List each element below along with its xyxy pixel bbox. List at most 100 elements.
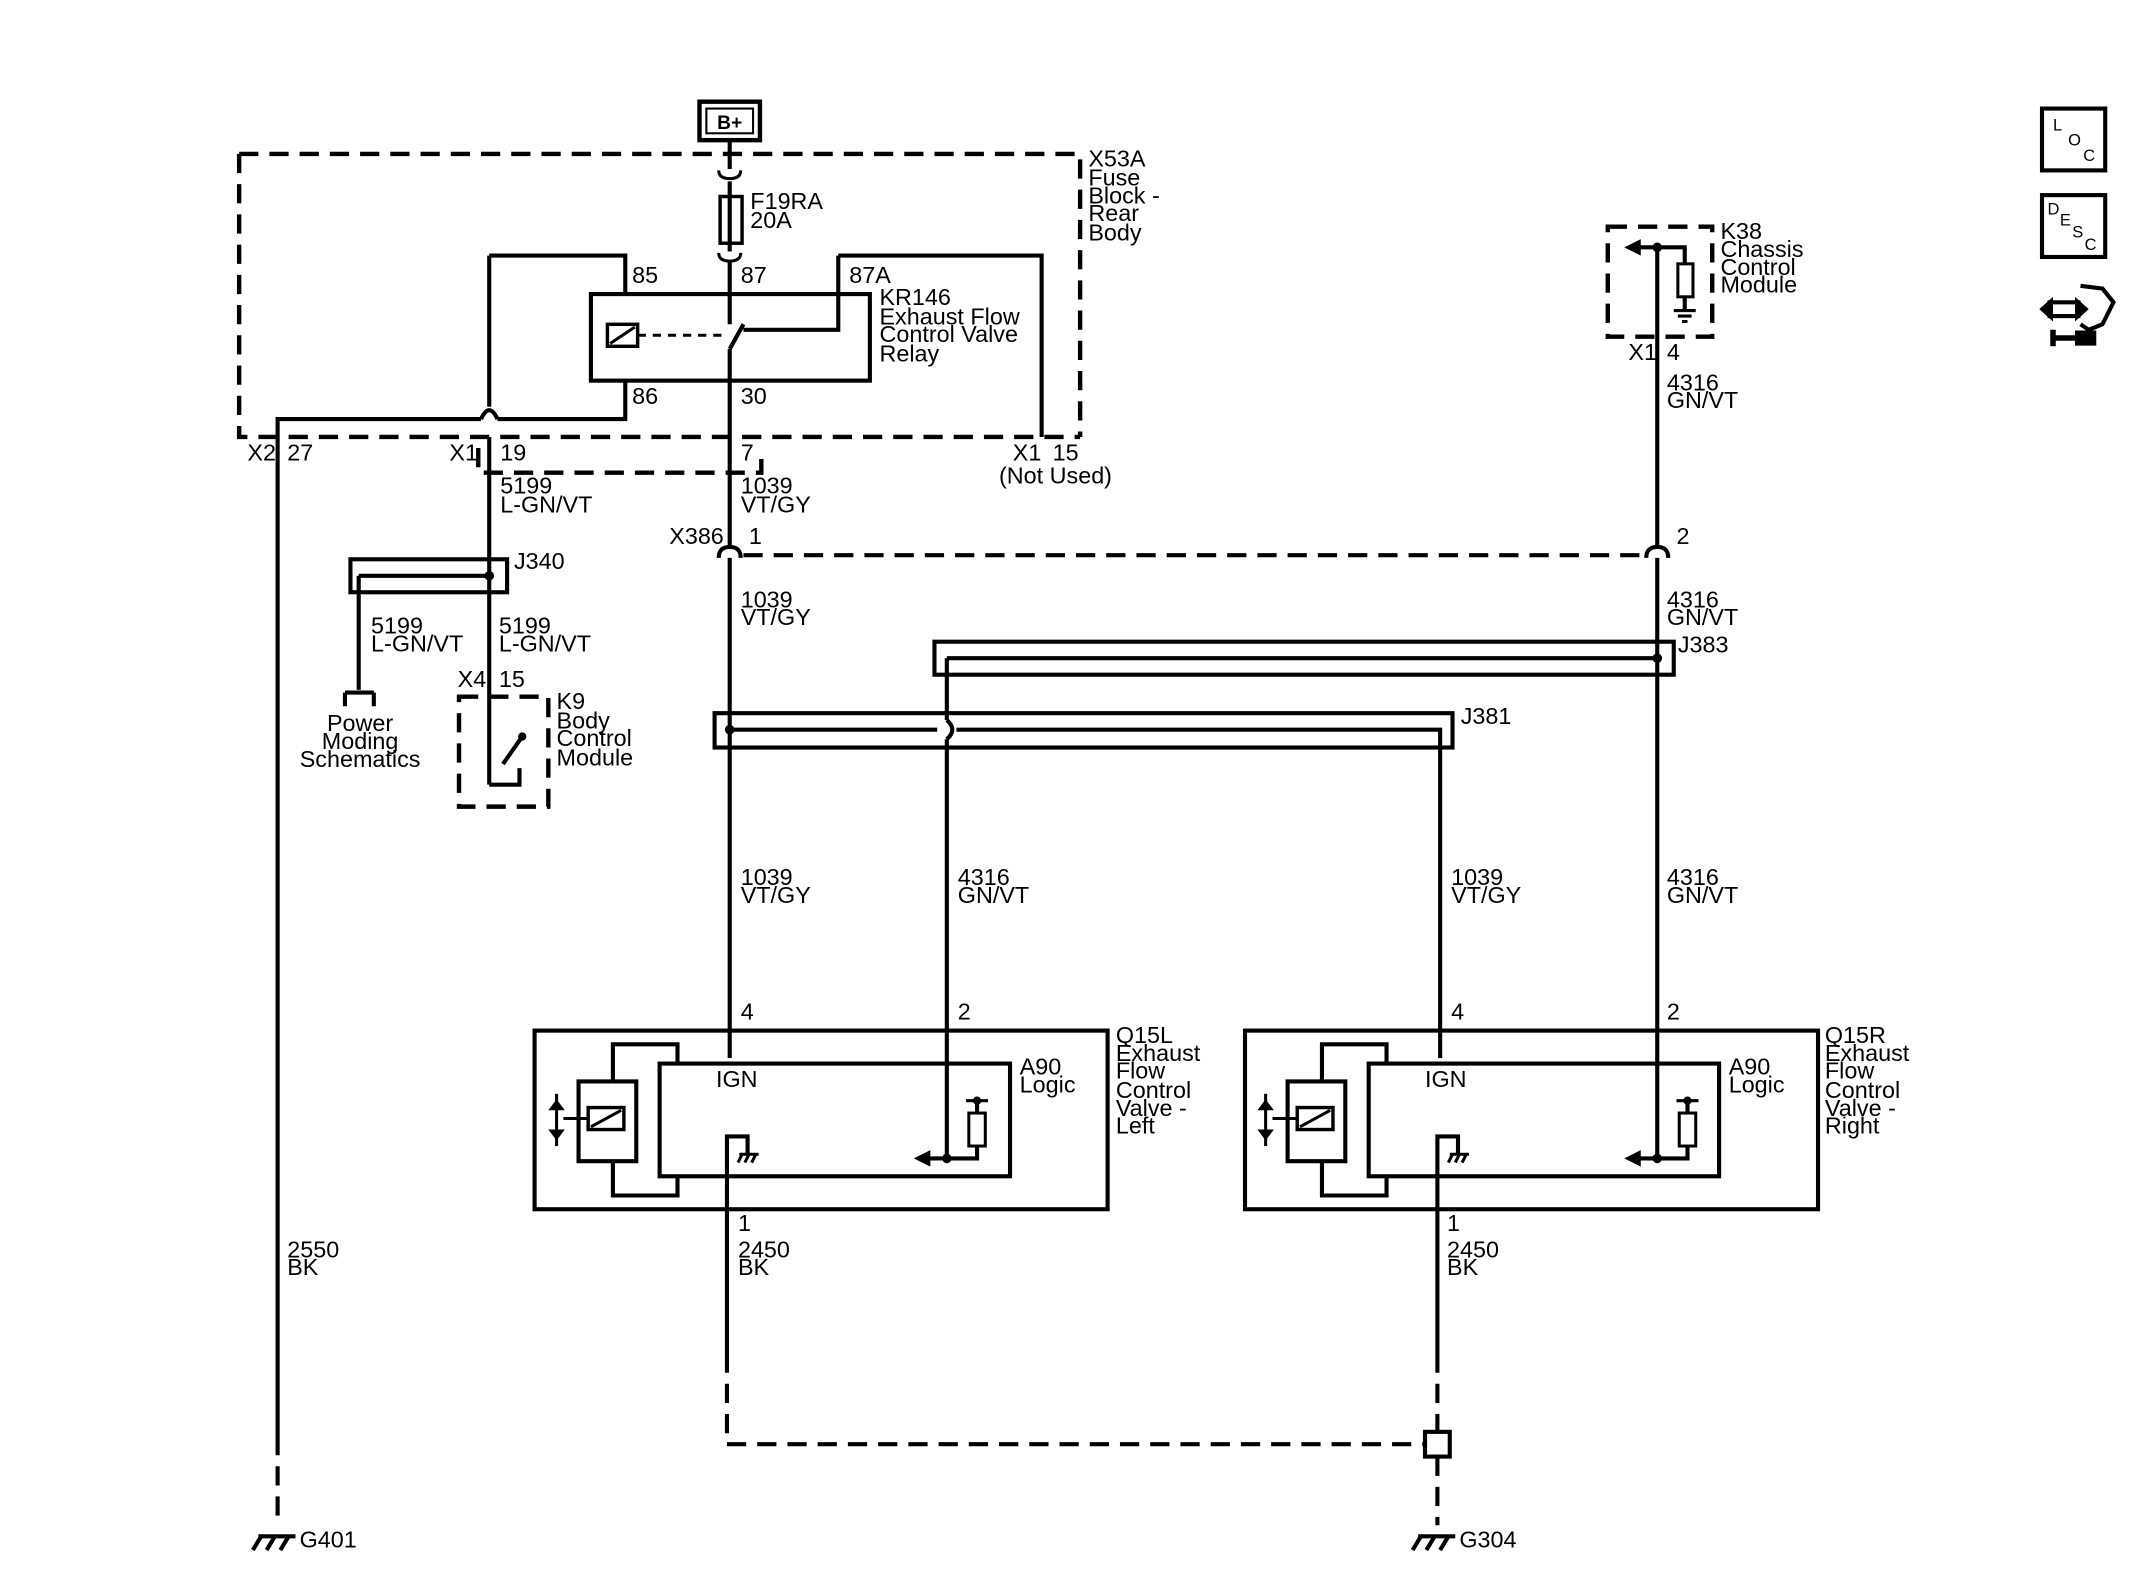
valve-right-logic-2: Logic bbox=[1729, 1071, 1785, 1097]
loc-letter-3: C bbox=[2083, 147, 2095, 165]
valve-left-ign: IGN bbox=[716, 1066, 758, 1092]
ground-g304-label: G304 bbox=[1459, 1526, 1516, 1552]
valve-left-logic-1: A90 bbox=[1020, 1054, 1062, 1080]
wire-5199-color-a: L-GN/VT bbox=[500, 492, 592, 518]
valve-left-logic-2: Logic bbox=[1020, 1071, 1076, 1097]
inline-connector-x386: X386 1 2 bbox=[669, 523, 1689, 559]
wire-5199-color-b: L-GN/VT bbox=[371, 630, 463, 656]
splice-j381-label: J381 bbox=[1461, 703, 1512, 729]
connector-x1-c: X1 bbox=[1013, 439, 1042, 465]
power-moding-label-2: Moding bbox=[322, 728, 399, 754]
fuse-block-label-5: Body bbox=[1088, 219, 1142, 245]
valve-left-pin-gnd: 1 bbox=[738, 1210, 751, 1236]
valve-left-label-1: Q15L bbox=[1116, 1022, 1173, 1048]
wire-4316-circuit-d: 4316 bbox=[1667, 864, 1719, 890]
wire-4316-color-d: GN/VT bbox=[1667, 882, 1738, 908]
inline-connector-pin1: 1 bbox=[749, 523, 762, 549]
power-moding-label-3: Schematics bbox=[300, 746, 421, 772]
valve-left-label-3: Flow bbox=[1116, 1058, 1165, 1084]
splice-j383: J383 bbox=[932, 632, 1729, 677]
wire-2550-circuit: 2550 bbox=[287, 1236, 339, 1262]
loc-letter-2: O bbox=[2068, 132, 2081, 150]
splice-j381: J381 bbox=[712, 703, 1512, 1031]
fuse-block-rear-body: X53A Fuse Block - Rear Body bbox=[236, 145, 1160, 440]
inline-connector-pin2: 2 bbox=[1676, 523, 1689, 549]
splice-j340: J340 bbox=[348, 548, 565, 595]
valve-right-ign: IGN bbox=[1425, 1066, 1467, 1092]
valve-right-label-5: Valve - bbox=[1825, 1095, 1896, 1121]
valve-left-label-4: Control bbox=[1116, 1077, 1191, 1103]
valve-right-ground-icon bbox=[1435, 1134, 1461, 1210]
loc-letter-1: L bbox=[2053, 117, 2062, 135]
wire-4316-color-b: GN/VT bbox=[1667, 604, 1738, 630]
ground-splice-icon bbox=[1422, 1429, 1452, 1459]
relay-pin-86: 86 bbox=[632, 383, 658, 409]
fuse-block-label-3: Block - bbox=[1088, 182, 1159, 208]
loc-icon[interactable]: L O C bbox=[2039, 106, 2108, 173]
valve-left-label-5: Valve - bbox=[1116, 1095, 1187, 1121]
ccm-arrow-icon bbox=[1624, 239, 1641, 256]
exhaust-valve-right: 4 2 1 IGN A90 Logic Q15R Exhaust Flow Co… bbox=[1242, 999, 1910, 1236]
valve-right-pin-ign: 4 bbox=[1451, 999, 1464, 1025]
ccm-label-3: Control bbox=[1720, 254, 1795, 280]
fuse-bottom-connector-icon bbox=[717, 252, 743, 263]
wire-1039-color-c: VT/GY bbox=[741, 882, 812, 908]
wire-5199-circuit-b: 5199 bbox=[371, 612, 423, 638]
ccm-ground-icon bbox=[1673, 309, 1696, 324]
valve-left-label-2: Exhaust bbox=[1116, 1040, 1201, 1066]
wire-1039-color-b: VT/GY bbox=[741, 604, 812, 630]
connector-x1-c-pin: 15 bbox=[1053, 439, 1079, 465]
ground-g401-label: G401 bbox=[300, 1526, 357, 1552]
desc-letter-3: S bbox=[2072, 224, 2083, 242]
valve-left-actuator-icon bbox=[548, 1099, 565, 1141]
wire-5199-circuit-a: 5199 bbox=[500, 472, 552, 498]
wire-1039-circuit-a: 1039 bbox=[741, 472, 793, 498]
bcm-connector: X4 bbox=[458, 666, 487, 692]
wire-1039-circuit-d: 1039 bbox=[1451, 864, 1503, 890]
body-control-module: X4 15 K9 Body Control Module bbox=[456, 666, 633, 809]
bcm-label-2: Body bbox=[557, 707, 611, 733]
wire-4316-circuit-c: 4316 bbox=[958, 864, 1010, 890]
wire-1039-circuit-c: 1039 bbox=[741, 864, 793, 890]
bcm-switch-icon bbox=[489, 735, 524, 787]
connector-x1-a-pin: 19 bbox=[500, 439, 526, 465]
valve-right-label-1: Q15R bbox=[1825, 1022, 1886, 1048]
valve-left-ground-icon bbox=[724, 1134, 750, 1210]
valve-right-label-3: Flow bbox=[1825, 1058, 1874, 1084]
relay-pin-85: 85 bbox=[632, 262, 658, 288]
desc-letter-2: E bbox=[2060, 211, 2071, 229]
desc-icon[interactable]: D E S C bbox=[2039, 193, 2108, 260]
relay-label-3: Control Valve bbox=[879, 321, 1018, 347]
wire-5199-color-c: L-GN/VT bbox=[499, 630, 591, 656]
supply-label: B+ bbox=[717, 113, 742, 134]
connector-repair-icon[interactable] bbox=[2039, 283, 2116, 347]
fuse-block-label-4: Rear bbox=[1088, 200, 1139, 226]
wire-4316-circuit-b: 4316 bbox=[1667, 586, 1719, 612]
valve-left-resistor-icon bbox=[967, 1111, 987, 1148]
exhaust-valve-left: 4 2 1 IGN A90 Logic Q15L Exhaust Flow Co… bbox=[532, 999, 1201, 1236]
ccm-label-4: Module bbox=[1720, 272, 1797, 298]
valve-right-label-2: Exhaust bbox=[1825, 1040, 1910, 1066]
wire-4316-color-c: GN/VT bbox=[958, 882, 1029, 908]
connector-x2-pin: 27 bbox=[287, 439, 313, 465]
valve-right-pin-sig: 2 bbox=[1667, 999, 1680, 1025]
valve-right-logic-1: A90 bbox=[1729, 1054, 1771, 1080]
relay-pin-87: 87 bbox=[741, 262, 767, 288]
splice-j383-label: J383 bbox=[1678, 632, 1729, 658]
relay-label-4: Relay bbox=[879, 340, 939, 366]
wire-2450-color-a: BK bbox=[738, 1254, 770, 1280]
splice-j340-label: J340 bbox=[514, 548, 565, 574]
fuse-rating: 20A bbox=[750, 207, 792, 233]
ccm-label-1: K38 bbox=[1720, 218, 1762, 244]
wire-2450-circuit-b: 2450 bbox=[1447, 1236, 1499, 1262]
wire-2550-color: BK bbox=[287, 1254, 319, 1280]
connector-not-used: (Not Used) bbox=[999, 463, 1112, 489]
bcm-label-1: K9 bbox=[557, 688, 586, 714]
chassis-control-module: K38 Chassis Control Module X1 4 bbox=[1605, 218, 1804, 365]
relay-label-2: Exhaust Flow bbox=[879, 303, 1019, 329]
wire-1039-circuit-b: 1039 bbox=[741, 586, 793, 612]
valve-left-pin-sig: 2 bbox=[958, 999, 971, 1025]
valve-right-pin-gnd: 1 bbox=[1447, 1210, 1460, 1236]
wire-2450-color-b: BK bbox=[1447, 1254, 1479, 1280]
